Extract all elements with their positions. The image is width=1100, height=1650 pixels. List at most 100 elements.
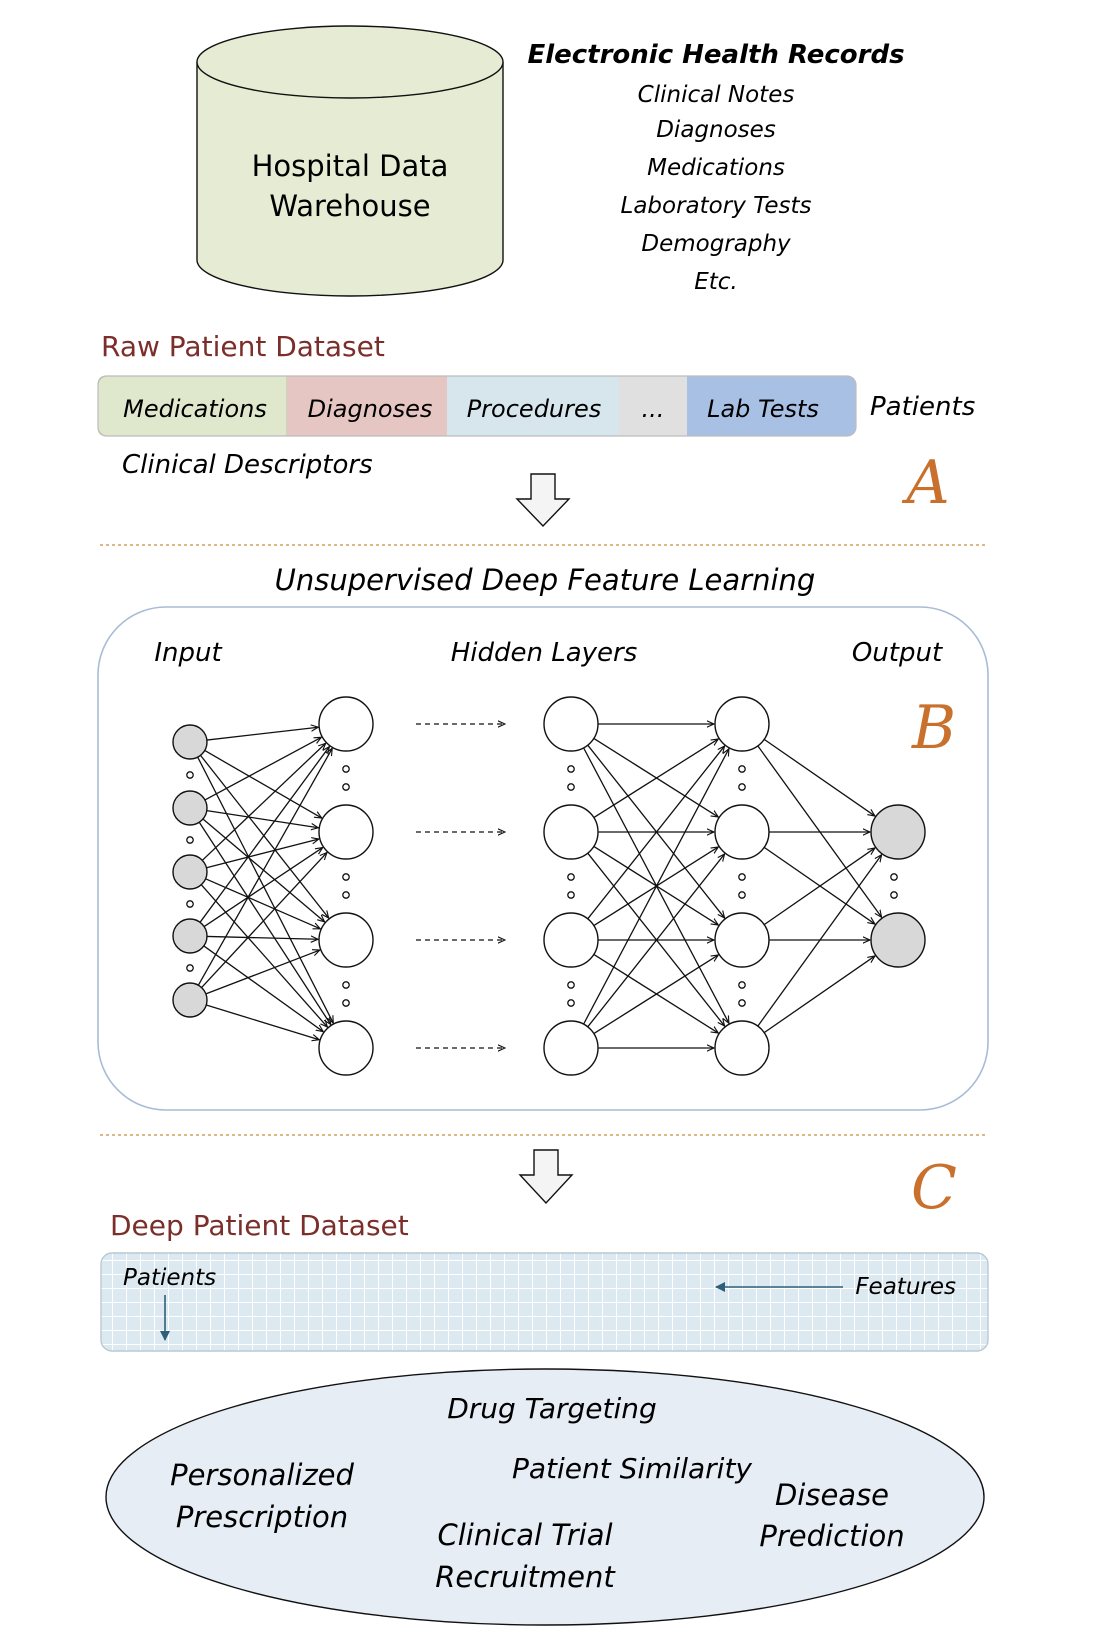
ellipsis-dot	[738, 783, 746, 791]
hidden-node	[543, 912, 599, 968]
down-arrow-icon	[518, 1149, 574, 1205]
app-personalized-line1: Personalized	[170, 1458, 354, 1492]
ellipsis-dot	[342, 999, 350, 1007]
stage-c-label: C	[911, 1153, 957, 1223]
network-edge	[200, 884, 327, 1027]
output-label: Output	[852, 638, 943, 668]
stage-a-label: A	[901, 448, 949, 518]
network-edge	[206, 727, 318, 741]
hidden-node	[714, 696, 770, 752]
network-connections	[197, 724, 882, 1048]
network-edge	[763, 848, 875, 926]
ehr-item: Demography	[641, 231, 791, 257]
deep-features-label: Features	[855, 1274, 956, 1300]
network-edge	[205, 878, 321, 929]
ellipsis-dot	[342, 981, 350, 989]
ellipsis-dot	[738, 981, 746, 989]
raw-col-label: Clinical Descriptors	[122, 450, 373, 480]
segment-diagnoses	[287, 376, 447, 436]
network-edge	[203, 945, 323, 1032]
ellipsis-dot	[738, 873, 746, 881]
ellipsis-dot	[567, 999, 575, 1007]
app-disease-line1: Disease	[775, 1478, 889, 1512]
input-node	[172, 724, 208, 760]
app-disease-line2: Prediction	[759, 1519, 904, 1553]
network-edge	[203, 848, 323, 928]
app-drug-targeting: Drug Targeting	[447, 1392, 657, 1425]
warehouse-cylinder	[196, 25, 504, 297]
ehr-item: Laboratory Tests	[621, 193, 812, 219]
network-edge	[593, 955, 718, 1035]
hidden-node	[714, 1020, 770, 1076]
segment-label: ...	[642, 395, 665, 423]
ellipsis-dot	[186, 771, 194, 779]
segment-label: Diagnoses	[308, 395, 433, 423]
down-arrow-icon	[515, 473, 571, 528]
ellipsis-dot	[567, 981, 575, 989]
network-edge	[757, 855, 882, 1027]
network-edge	[206, 809, 319, 828]
ellipsis-dot	[342, 765, 350, 773]
ehr-item: Etc.	[694, 269, 738, 295]
network-edge	[763, 738, 875, 816]
ellipsis-dot	[186, 836, 194, 844]
deep-dataset-title: Deep Patient Dataset	[110, 1209, 409, 1242]
ellipsis-dot	[567, 765, 575, 773]
ellipsis-dot	[342, 891, 350, 899]
app-personalized-line2: Prescription	[176, 1500, 348, 1534]
deep-patients-label: Patients	[123, 1265, 216, 1291]
network-edge	[587, 854, 725, 1028]
ehr-item: Clinical Notes	[638, 82, 795, 108]
ellipsis-dot	[567, 873, 575, 881]
input-node	[172, 918, 208, 954]
warehouse-label-line1: Hospital Data	[252, 149, 449, 183]
deep-learning-title: Unsupervised Deep Feature Learning	[275, 563, 816, 597]
input-label: Input	[154, 638, 222, 668]
network-edge	[197, 748, 332, 986]
network-edge	[201, 743, 325, 861]
hidden-node	[318, 1020, 374, 1076]
ellipsis-dot	[186, 964, 194, 972]
network-edge	[204, 737, 321, 801]
network-edge	[199, 747, 329, 923]
network-edge	[583, 749, 729, 1025]
hidden-node	[714, 804, 770, 860]
hidden-node	[318, 912, 374, 968]
network-edge	[206, 839, 318, 869]
hidden-node	[318, 696, 374, 752]
hidden-node	[318, 804, 374, 860]
network-edge	[593, 739, 718, 819]
app-trial-line2: Recruitment	[435, 1560, 616, 1594]
network-edge	[205, 950, 320, 995]
input-node	[172, 982, 208, 1018]
ellipsis-dot	[342, 783, 350, 791]
segment-label: Medications	[123, 395, 267, 423]
output-node	[870, 912, 926, 968]
ellipsis-dot	[738, 999, 746, 1007]
network-edge	[763, 956, 875, 1034]
app-trial-line1: Clinical Trial	[437, 1518, 612, 1552]
ellipsis-dot	[567, 891, 575, 899]
network-edge	[200, 754, 329, 918]
segment-label: Procedures	[467, 395, 602, 423]
segment-lab-tests	[687, 376, 856, 436]
ellipsis-dot	[342, 873, 350, 881]
hidden-node	[714, 912, 770, 968]
ehr-item: Diagnoses	[656, 117, 776, 143]
input-node	[172, 790, 208, 826]
network-edge	[206, 1004, 319, 1040]
network-panel	[97, 606, 989, 1111]
hidden-node	[543, 696, 599, 752]
raw-dataset-bar	[97, 375, 857, 437]
raw-row-label: Patients	[870, 392, 975, 422]
segment-procedures	[447, 376, 619, 436]
applications-ellipse	[105, 1368, 985, 1626]
network-edge	[201, 853, 327, 988]
ehr-item: Medications	[647, 155, 785, 181]
deep-dataset-grid	[100, 1252, 989, 1352]
network-edge	[204, 749, 322, 818]
input-node	[172, 854, 208, 890]
network-edge	[587, 746, 725, 920]
segment-ellipsis	[619, 376, 687, 436]
hidden-node	[543, 804, 599, 860]
